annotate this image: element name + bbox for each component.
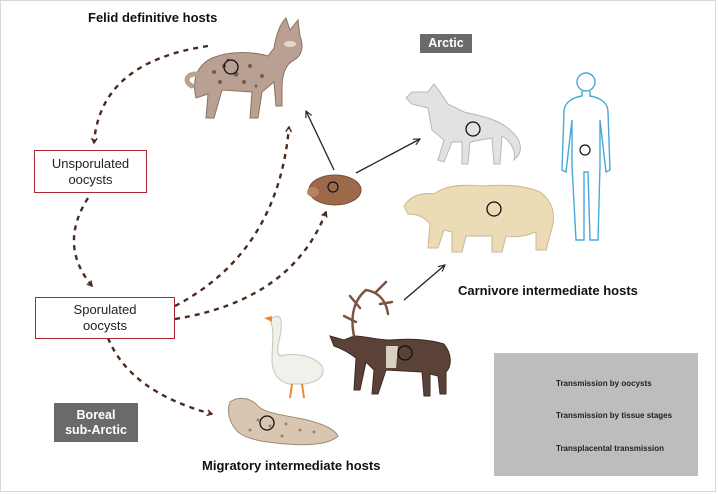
legend-tissue-label: Transmission by tissue stages [556,411,672,420]
arrow-vole-to-lynx [306,111,334,170]
migratory-hosts-label: Migratory intermediate hosts [202,458,380,473]
arrow-unsporulated-to-sporulated [74,198,92,286]
arrow-vole-to-fox [356,139,420,173]
sporulated-oocysts-box: Sporulated oocysts [35,297,175,339]
goose-icon [264,316,323,398]
unsporulated-oocysts-box: Unsporulated oocysts [34,150,147,193]
felid-hosts-label: Felid definitive hosts [88,10,217,25]
vole-icon [307,175,361,205]
arrow-felid-to-unsporulated [94,46,208,143]
lynx-icon [187,18,302,118]
arrow-caribou-to-bear [404,265,445,300]
arrow-sporulated-to-felid [175,127,289,306]
arctic-fox-icon [406,84,520,164]
legend-oocysts-label: Transmission by oocysts [556,379,652,388]
human-icon [562,73,610,240]
arrow-sporulated-to-vole [175,212,326,319]
polar-bear-icon [404,185,554,252]
seal-icon [228,398,338,444]
caribou-icon [330,282,450,396]
legend: Transmission by oocysts Transmission by … [494,353,698,476]
carnivore-hosts-label: Carnivore intermediate hosts [458,283,638,298]
boreal-region-tag: Boreal sub-Arctic [54,403,138,442]
legend-transplacental-label: Transplacental transmission [556,444,664,453]
arctic-region-tag: Arctic [420,34,472,53]
